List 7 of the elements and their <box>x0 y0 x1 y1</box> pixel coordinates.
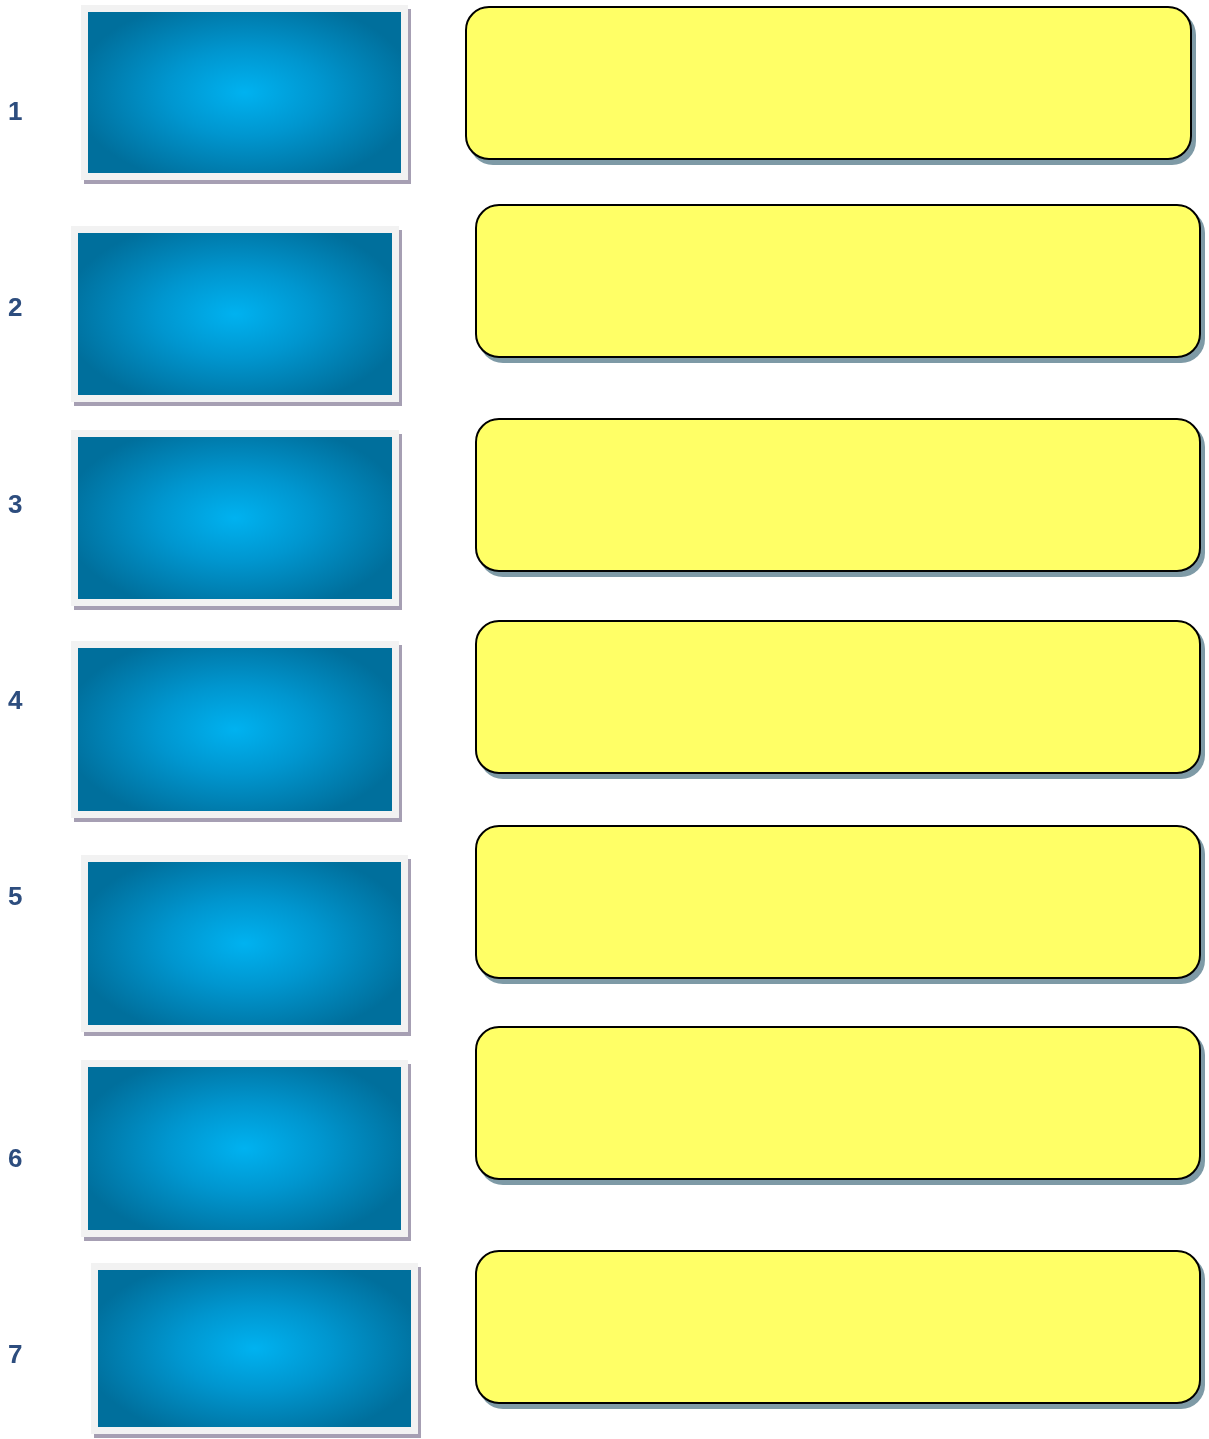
row-number: 5 <box>8 880 23 912</box>
row-number: 4 <box>8 684 23 716</box>
row-number: 1 <box>8 95 23 127</box>
row-number: 6 <box>8 1142 23 1174</box>
row-number: 7 <box>8 1338 23 1370</box>
row-number: 3 <box>8 488 23 520</box>
row-number: 2 <box>8 291 23 323</box>
